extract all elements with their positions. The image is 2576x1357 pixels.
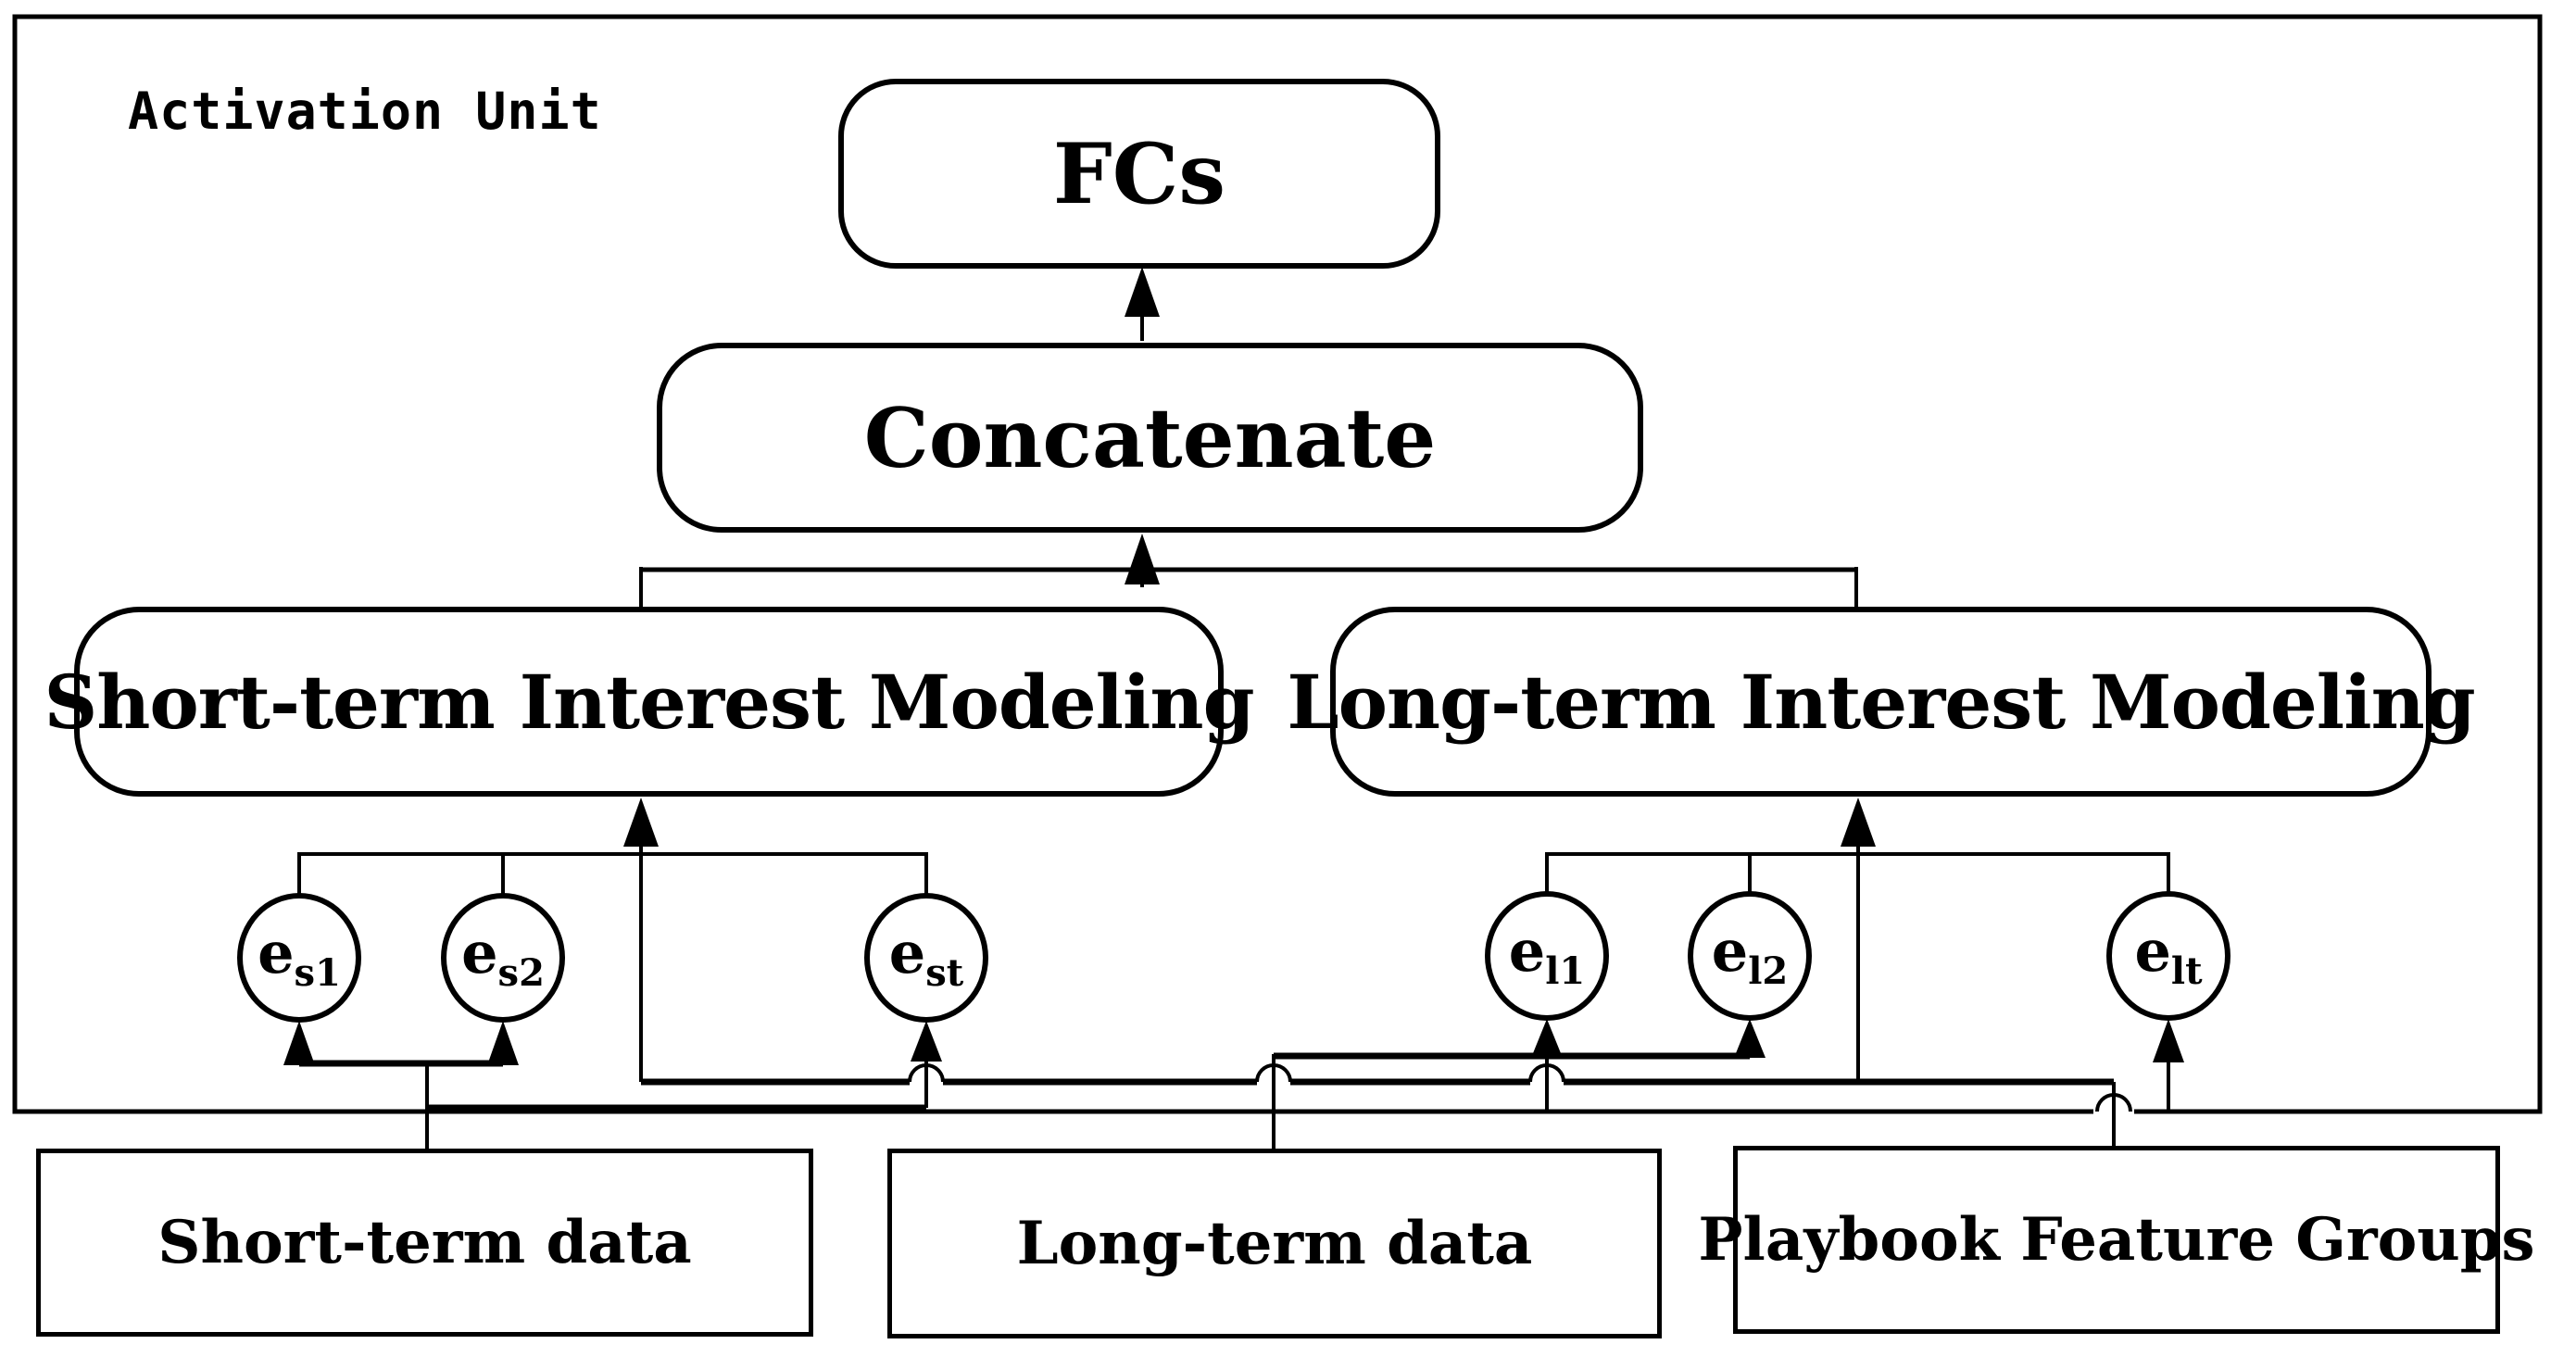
hop-arcs [908, 1063, 2132, 1112]
activation-unit-border [12, 14, 2543, 1114]
embedding-el2: el2 [1688, 891, 1812, 1021]
fcs-label: FCs [1052, 124, 1226, 223]
fcs-node: FCs [838, 79, 1440, 269]
embedding-es2-label: es2 [461, 918, 545, 995]
concatenate-label: Concatenate [863, 389, 1437, 486]
embedding-es1: es1 [237, 893, 361, 1023]
arrow-into-el1 [1531, 1019, 1563, 1058]
embedding-es1-label: es1 [258, 918, 341, 995]
long-term-data-box: Long-term data [887, 1149, 1662, 1338]
short-term-data-label: Short-term data [157, 1208, 692, 1277]
activation-unit-title: Activation Unit [128, 82, 602, 141]
playbook-feature-groups-label: Playbook Feature Groups [1698, 1205, 2535, 1275]
arrow-into-est [911, 1021, 942, 1062]
thick-connectors [299, 1052, 2114, 1112]
short-term-modeling-node: Short-term Interest Modeling [44, 607, 1255, 797]
arrow-into-el2 [1734, 1019, 1766, 1058]
playbook-feature-groups-box: Playbook Feature Groups [1698, 1146, 2535, 1334]
embedding-est-label: est [888, 918, 964, 995]
embedding-el2-label: el2 [1711, 916, 1789, 993]
long-term-data-label: Long-term data [1016, 1209, 1533, 1278]
arrowheads [283, 267, 2184, 1065]
embedding-es2: es2 [441, 893, 565, 1023]
embedding-elt: elt [2106, 891, 2230, 1021]
embedding-el1-label: el1 [1508, 916, 1586, 993]
concatenate-node: Concatenate [657, 343, 1643, 533]
embedding-elt-label: elt [2134, 916, 2203, 993]
arrow-into-concatenate [1125, 534, 1160, 584]
short-term-modeling-label: Short-term Interest Modeling [44, 658, 1254, 746]
arrow-into-es1 [283, 1021, 315, 1065]
arrow-into-short-modeling [623, 798, 659, 847]
arrow-into-es2 [487, 1021, 519, 1065]
arrow-into-fcs [1125, 267, 1160, 317]
long-term-modeling-node: Long-term Interest Modeling [1287, 607, 2476, 797]
long-term-modeling-label: Long-term Interest Modeling [1287, 658, 2475, 746]
arrow-into-elt [2153, 1019, 2184, 1062]
arrow-into-long-modeling [1841, 798, 1876, 847]
embedding-el1: el1 [1485, 891, 1609, 1021]
embedding-est: est [864, 893, 988, 1023]
short-term-data-box: Short-term data [36, 1149, 813, 1337]
